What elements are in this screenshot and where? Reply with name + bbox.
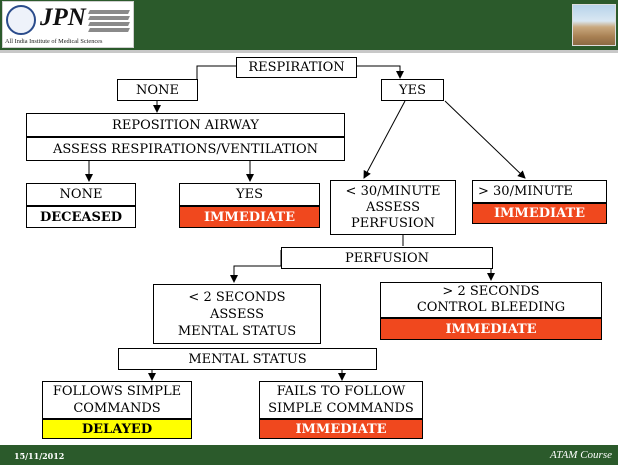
fails-line-1: FAILS TO FOLLOW [276, 384, 406, 399]
follows-line-1: FOLLOWS SIMPLE [52, 384, 182, 399]
yes-after-reposition-label: YES [236, 187, 263, 202]
under-2-seconds-node: < 2 SECONDS ASSESS MENTAL STATUS [153, 284, 321, 344]
respiration-label: RESPIRATION [248, 60, 345, 75]
deceased-label: DECEASED [39, 210, 123, 225]
perfusion-label: PERFUSION [344, 250, 430, 266]
connector-perfusion-left [230, 250, 282, 283]
immediate-label: IMMEDIATE [203, 210, 296, 225]
institution-name: All India Institute of Medical Sciences [5, 38, 103, 45]
footer-bar [0, 445, 618, 465]
immediate-label: IMMEDIATE [493, 206, 586, 221]
connector-respiration-right [357, 65, 404, 79]
fails-commands-node: FAILS TO FOLLOW SIMPLE COMMANDS [259, 381, 423, 419]
immediate-label: IMMEDIATE [295, 422, 387, 437]
assess-respirations-node: ASSESS RESPIRATIONS/VENTILATION [26, 137, 345, 161]
connector-yes-over30 [444, 100, 526, 179]
connector-yes-under30 [363, 100, 406, 179]
delayed-category: DELAYED [42, 419, 192, 439]
fails-line-2: SIMPLE COMMANDS [268, 401, 414, 416]
none-label: NONE [136, 82, 179, 98]
footer-course: ATAM Course [549, 449, 612, 461]
header-divider [0, 50, 618, 53]
immediate-category-fails: IMMEDIATE [259, 419, 423, 439]
reposition-airway-node: REPOSITION AIRWAY [26, 113, 345, 137]
immediate-category-reposition: IMMEDIATE [179, 206, 320, 228]
none-after-reposition-label: NONE [59, 187, 103, 202]
none-after-reposition-node: NONE [26, 183, 136, 206]
over-2-line-1: > 2 SECONDS [442, 284, 540, 299]
follows-line-2: COMMANDS [73, 401, 161, 416]
logo-title: JPN [40, 4, 86, 31]
under-30-line-3: PERFUSION [350, 215, 436, 231]
delayed-label: DELAYED [81, 422, 153, 437]
immediate-label: IMMEDIATE [445, 322, 537, 337]
assess-respirations-label: ASSESS RESPIRATIONS/VENTILATION [52, 141, 319, 157]
over-2-line-2: CONTROL BLEEDING [416, 300, 566, 315]
deceased-category: DECEASED [26, 206, 136, 228]
follows-commands-node: FOLLOWS SIMPLE COMMANDS [42, 381, 192, 419]
under-2-line-1: < 2 SECONDS [188, 289, 286, 305]
immediate-category-over2: IMMEDIATE [380, 318, 602, 340]
connector-respiration-left [196, 65, 236, 79]
over-30-node: > 30/MINUTE [472, 180, 607, 203]
mental-status-label: MENTAL STATUS [188, 351, 307, 367]
under-2-line-2: ASSESS [209, 306, 265, 322]
respiration-node: RESPIRATION [236, 57, 357, 78]
immediate-category-over30: IMMEDIATE [472, 203, 607, 224]
over-30-label: > 30/MINUTE [478, 184, 573, 199]
over-2-seconds-node: > 2 SECONDS CONTROL BLEEDING [380, 282, 602, 318]
perfusion-node: PERFUSION [281, 247, 493, 269]
hospital-building-image [572, 4, 616, 46]
none-node: NONE [117, 79, 198, 101]
under-30-node: < 30/MINUTE ASSESS PERFUSION [330, 180, 456, 235]
mental-status-node: MENTAL STATUS [118, 348, 377, 370]
under-30-line-1: < 30/MINUTE [345, 183, 441, 199]
yes-label: YES [399, 82, 426, 98]
aiims-seal-icon [6, 5, 36, 35]
yes-after-reposition-node: YES [179, 183, 320, 206]
yes-node: YES [381, 79, 444, 101]
reposition-airway-label: REPOSITION AIRWAY [112, 117, 259, 133]
institution-logo: JPN All India Institute of Medical Scien… [2, 1, 134, 48]
under-30-line-2: ASSESS [365, 199, 421, 215]
footer-date: 15/11/2012 [14, 451, 65, 461]
under-2-line-3: MENTAL STATUS [177, 323, 297, 339]
